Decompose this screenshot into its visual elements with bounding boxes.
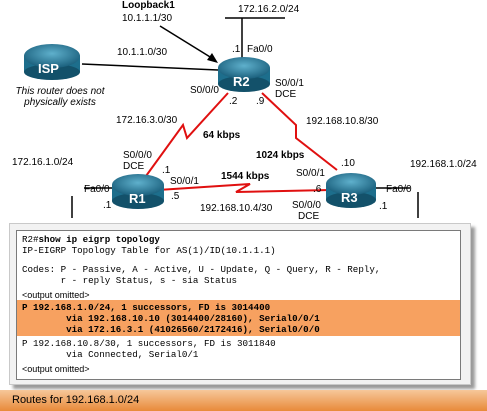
r2-fa-host: .1 xyxy=(232,44,241,55)
r1-s000-label: S0/0/0 xyxy=(123,150,152,161)
r1-s001-host: .5 xyxy=(171,191,180,202)
route-successor: via 192.168.10.10 (3014400/28160), Seria… xyxy=(22,313,320,324)
router-r2 xyxy=(218,57,270,92)
link-r2-r3-network: 192.168.10.8/30 xyxy=(306,116,379,127)
loopback-title: Loopback1 xyxy=(122,0,175,11)
r3-s001-label: S0/0/1 xyxy=(296,168,325,179)
loopback-address: 10.1.1.1/30 xyxy=(122,13,173,24)
router-isp xyxy=(24,44,80,80)
r1-s001-label: S0/0/1 xyxy=(170,176,199,187)
r2-fa-label: Fa0/0 xyxy=(247,44,273,55)
r3-fa-label: Fa0/0 xyxy=(386,184,412,195)
r2-s001-label: S0/0/1 xyxy=(275,78,304,89)
serial-link-r1-r2 xyxy=(145,92,229,177)
r2-s001-dce: DCE xyxy=(275,89,297,100)
loopback-arrowhead xyxy=(207,53,218,63)
link-r1-r2-network: 172.16.3.0/30 xyxy=(116,115,178,126)
command-line: R2#show ip eigrp topology xyxy=(22,234,160,245)
isp-label: ISP xyxy=(38,61,59,76)
route-entry-192-168-10-8: P 192.168.10.8/30, 1 successors, FD is 3… xyxy=(22,338,276,349)
r1-label: R1 xyxy=(129,191,146,206)
output-omitted-1: <output omitted> xyxy=(22,290,90,300)
highlighted-routes: P 192.168.1.0/24, 1 successors, FD is 30… xyxy=(17,300,460,336)
r3-s000-label: S0/0/0 xyxy=(292,200,321,211)
link-r1-r2-bandwidth: 64 kbps xyxy=(203,130,241,141)
r2-label: R2 xyxy=(233,74,250,89)
terminal-output: R2#show ip eigrp topology IP-EIGRP Topol… xyxy=(16,230,461,380)
network-diagram: ISP R2 R1 R3 Loopback1 10.1.1.1/30 172.1… xyxy=(12,0,477,222)
top-network-label: 172.16.2.0/24 xyxy=(238,4,300,15)
r1-fa-label: Fa0/0 xyxy=(84,184,110,195)
codes-line-1: Codes: P - Passive, A - Active, U - Upda… xyxy=(22,264,381,275)
isp-link xyxy=(81,63,219,71)
route-connected: via Connected, Serial0/1 xyxy=(22,349,199,360)
terminal-prompt: R2# xyxy=(22,234,39,245)
codes-line-2: r - reply Status, s - sia Status xyxy=(22,275,238,286)
terminal-command: show ip eigrp topology xyxy=(38,234,160,245)
serial-link-r1-r3 xyxy=(157,183,331,193)
r3-label: R3 xyxy=(341,190,358,205)
r3-s001-host: .10 xyxy=(341,158,355,169)
route-entry-192-168-1-0: P 192.168.1.0/24, 1 successors, FD is 30… xyxy=(22,302,271,313)
r3-lan-network: 192.168.1.0/24 xyxy=(410,159,477,170)
output-panel: R2#show ip eigrp topology IP-EIGRP Topol… xyxy=(9,223,471,385)
r2-s000-label: S0/0/0 xyxy=(190,85,219,96)
link-r2-r3-bandwidth: 1024 kbps xyxy=(256,150,305,161)
output-omitted-2: <output omitted> xyxy=(22,364,90,374)
r1-s000-dce: DCE xyxy=(123,161,145,172)
link-r1-r3-network: 192.168.10.4/30 xyxy=(200,203,273,214)
topology-lines xyxy=(24,17,419,218)
r1-lan-network: 172.16.1.0/24 xyxy=(12,157,74,168)
serial-link-r2-r3 xyxy=(261,92,338,171)
link-r1-r3-bandwidth: 1544 kbps xyxy=(221,171,270,182)
topology-header: IP-EIGRP Topology Table for AS(1)/ID(10.… xyxy=(22,245,276,256)
route-feasible-successor: via 172.16.3.1 (41026560/2172416), Seria… xyxy=(22,324,320,335)
r2-s001-host: .9 xyxy=(256,96,265,107)
loopback-arrow xyxy=(159,25,216,61)
caption-bar: Routes for 192.168.1.0/24 xyxy=(0,390,487,411)
r3-s000-dce: DCE xyxy=(298,211,320,222)
caption-text: Routes for 192.168.1.0/24 xyxy=(12,394,140,406)
isp-link-label: 10.1.1.0/30 xyxy=(117,47,168,58)
router-r3 xyxy=(326,173,376,208)
r1-s000-host: .1 xyxy=(162,165,171,176)
r1-fa-host: .1 xyxy=(103,200,112,211)
isp-note: This router does not physically exists xyxy=(15,86,105,108)
r3-fa-host: .1 xyxy=(379,201,388,212)
r3-s000-host: .6 xyxy=(313,184,322,195)
router-r1 xyxy=(112,174,164,209)
r2-s000-host: .2 xyxy=(229,96,238,107)
